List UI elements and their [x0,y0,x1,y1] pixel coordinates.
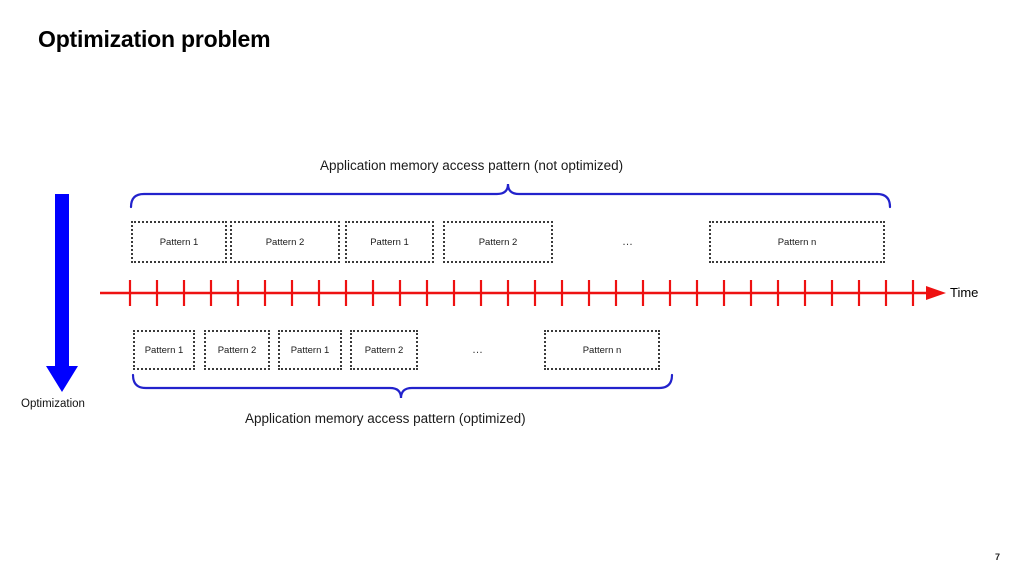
pattern-box: Pattern 1 [278,330,342,370]
top-row-ellipsis: … [622,236,634,248]
page-title: Optimization problem [38,26,271,52]
pattern-box: Pattern 1 [131,221,227,263]
pattern-box-label: Pattern 2 [265,236,305,248]
page-number: 7 [994,552,1000,562]
timeline-axis-label: Time [950,285,979,300]
pattern-box-label: Pattern 2 [478,236,518,248]
pattern-box-label: Pattern n [582,344,622,356]
timeline-ticks [128,280,915,306]
bottom-group-brace [131,373,674,399]
top-group-caption: Application memory access pattern (not o… [320,158,624,173]
pattern-box-label: Pattern 2 [364,344,404,356]
pattern-box: Pattern 1 [345,221,434,263]
pattern-box-label: Pattern 1 [290,344,330,356]
pattern-box-label: Pattern 1 [159,236,199,248]
pattern-box: Pattern 2 [204,330,270,370]
pattern-box: Pattern 2 [443,221,553,263]
timeline-axis [100,280,946,306]
optimization-arrow-label: Optimization [21,398,85,410]
pattern-box: Pattern 1 [133,330,195,370]
pattern-box: Pattern 2 [230,221,340,263]
pattern-box-label: Pattern 2 [217,344,257,356]
pattern-box: Pattern n [709,221,885,263]
optimization-arrow-icon [46,194,78,392]
pattern-box: Pattern 2 [350,330,418,370]
pattern-box: Pattern n [544,330,660,370]
pattern-box-label: Pattern 1 [370,236,409,248]
top-group-brace [129,183,892,209]
bottom-row-ellipsis: … [472,344,484,356]
bottom-group-caption: Application memory access pattern (optim… [245,411,526,426]
pattern-box-label: Pattern 1 [144,344,184,356]
pattern-box-label: Pattern n [777,236,817,248]
